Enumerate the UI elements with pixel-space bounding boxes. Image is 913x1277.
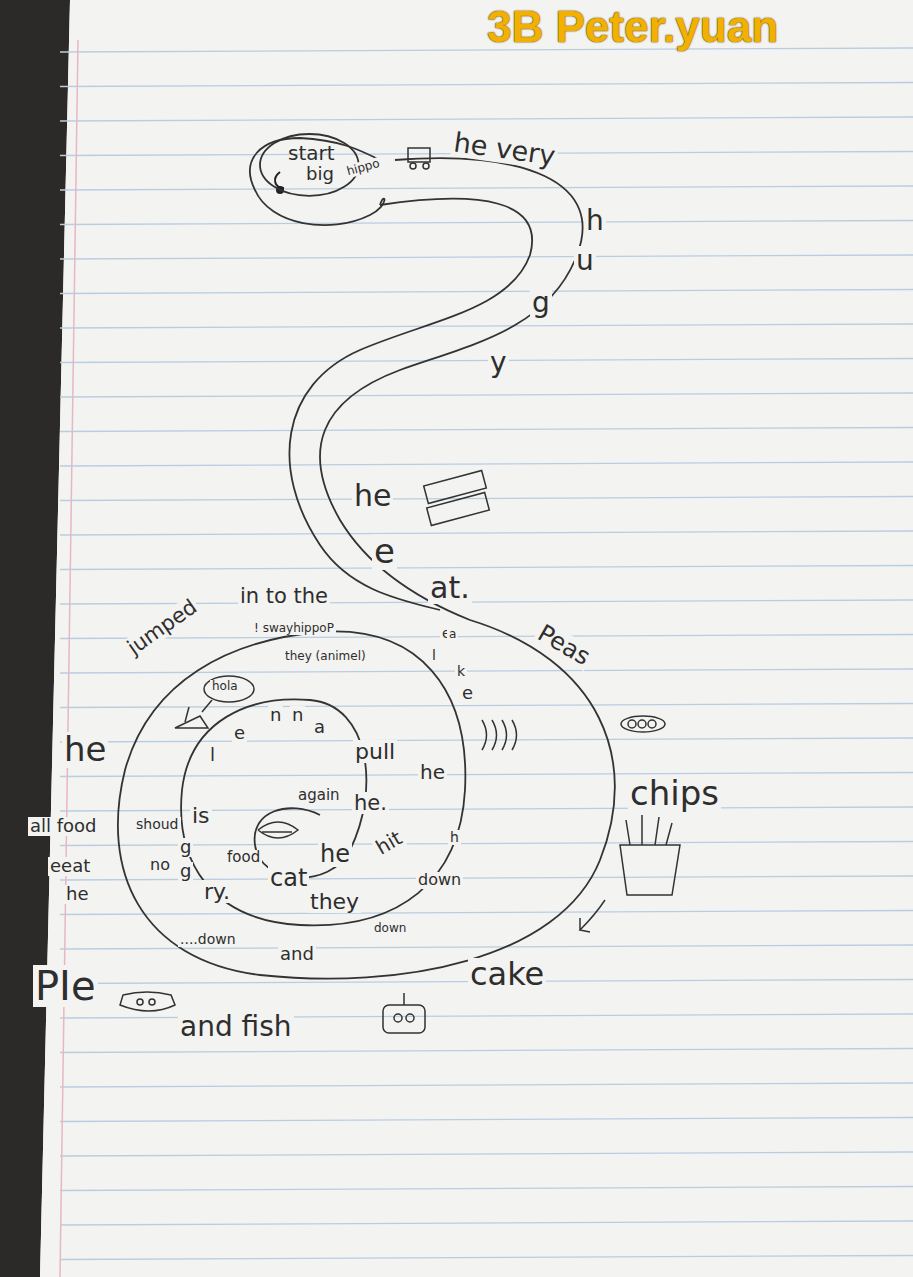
handwritten-word: h	[448, 830, 461, 845]
handwritten-word: he	[418, 762, 447, 783]
ruled-line	[60, 531, 913, 535]
ruled-line	[60, 1118, 913, 1122]
handwritten-word: k	[455, 664, 467, 679]
handwritten-word: food	[225, 850, 262, 866]
handwritten-word: e	[232, 724, 247, 743]
handwritten-word: l	[208, 746, 217, 765]
handwritten-word: they	[308, 890, 361, 913]
handwritten-word: eeat	[48, 857, 92, 876]
ruled-line	[60, 462, 913, 466]
watermark: 3B Peter.yuan	[485, 4, 780, 50]
handwritten-word: g	[530, 288, 552, 317]
ruled-line	[60, 807, 913, 811]
ruled-line	[60, 1152, 913, 1156]
paper	[40, 0, 913, 1277]
handwritten-word: a	[312, 718, 327, 737]
margin-line	[60, 40, 78, 1277]
handwritten-word: u	[574, 246, 596, 275]
spiral-road	[118, 138, 615, 979]
ruled-line	[60, 117, 913, 121]
handwritten-word: e	[460, 684, 475, 703]
food-drawings	[120, 148, 680, 1033]
ruled-line	[60, 83, 913, 87]
ruled-line	[60, 635, 913, 639]
ruled-line	[60, 393, 913, 397]
handwritten-word: he	[64, 885, 90, 904]
ruled-line	[60, 255, 913, 259]
handwritten-word: is	[190, 804, 212, 827]
handwritten-word: cake	[468, 958, 546, 992]
ruled-line	[60, 428, 913, 432]
handwritten-word: y	[488, 348, 509, 377]
handwritten-word: and	[278, 945, 316, 964]
handwritten-word: no	[148, 857, 172, 874]
ruled-line	[60, 1049, 913, 1053]
handwritten-word: n	[268, 706, 283, 725]
handwritten-word: hola	[210, 680, 240, 693]
node-text: big	[306, 164, 335, 184]
handwritten-word: h	[584, 206, 606, 235]
handwritten-word: he	[352, 480, 393, 512]
handwritten-word: pull	[353, 740, 397, 763]
handwritten-word: and fish	[178, 1012, 294, 1041]
handwritten-word: he	[62, 732, 108, 768]
handwritten-word: n	[290, 706, 305, 725]
ruled-line	[60, 704, 913, 708]
handwritten-word: PIe	[33, 965, 98, 1007]
ruled-line	[60, 1187, 913, 1191]
handwritten-word: down	[372, 922, 408, 935]
ruled-line	[60, 221, 913, 225]
ruled-line	[60, 186, 913, 190]
handwritten-word: shoud	[134, 817, 181, 832]
handwritten-word: all food	[28, 817, 99, 836]
handwritten-word: at.	[428, 572, 472, 604]
ruled-line	[60, 911, 913, 915]
handwritten-word: he.	[352, 792, 389, 814]
start-arrow	[275, 172, 284, 188]
ruled-line	[60, 1256, 913, 1260]
handwritten-word: ! swayhippoP	[252, 622, 336, 635]
handwritten-word: e	[372, 534, 397, 570]
handwritten-word: he	[318, 842, 352, 867]
handwritten-word: ....down	[178, 932, 238, 947]
ruled-line	[60, 1221, 913, 1225]
handwritten-word: ry.	[202, 880, 232, 903]
handwritten-word: down	[416, 872, 463, 889]
ruled-line	[60, 1083, 913, 1087]
handwritten-word: l	[430, 648, 438, 663]
ruled-line	[60, 773, 913, 777]
handwritten-word: a	[447, 628, 458, 641]
ruled-line	[60, 669, 913, 673]
handwritten-word: in to the	[238, 585, 330, 607]
ruled-line	[60, 48, 913, 52]
handwritten-word: cat	[268, 866, 309, 891]
ruled-line	[60, 324, 913, 328]
handwritten-word: g	[178, 862, 193, 881]
handwritten-word: again	[296, 788, 342, 804]
node-text: start	[288, 142, 335, 164]
ruled-line	[60, 359, 913, 363]
handwritten-word: g	[178, 838, 193, 857]
handwritten-word: they (animel)	[283, 650, 368, 663]
handwritten-word: chips	[628, 776, 721, 812]
ruled-line	[60, 290, 913, 294]
ruled-lines	[60, 48, 913, 1260]
ruled-line	[60, 566, 913, 570]
